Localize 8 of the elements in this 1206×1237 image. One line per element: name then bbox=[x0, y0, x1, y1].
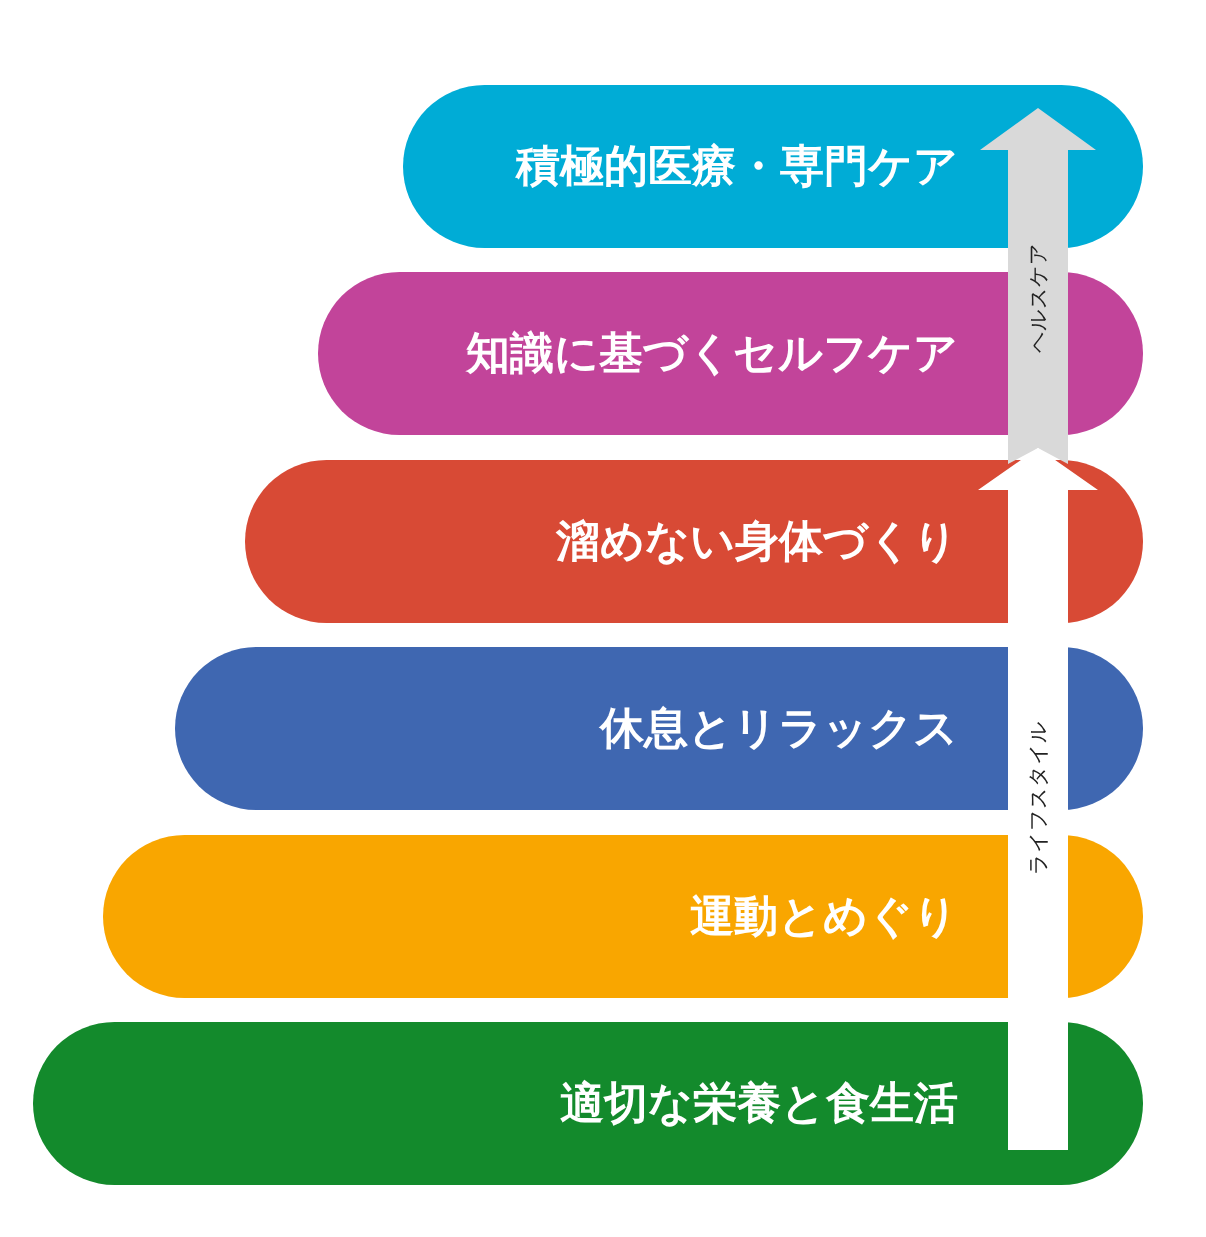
level-label: 休息とリラックス bbox=[600, 701, 958, 755]
level-label: 適切な栄養と食生活 bbox=[560, 1076, 958, 1130]
arrow-label: ヘルスケア bbox=[1025, 243, 1051, 353]
level-label: 溜めない身体づくり bbox=[556, 514, 958, 568]
arrow-label: ライフスタイル bbox=[1025, 721, 1051, 875]
level-label: 知識に基づくセルフケア bbox=[466, 326, 958, 380]
level-label: 運動とめぐり bbox=[690, 889, 958, 943]
level-label: 積極的医療・専門ケア bbox=[516, 139, 958, 193]
